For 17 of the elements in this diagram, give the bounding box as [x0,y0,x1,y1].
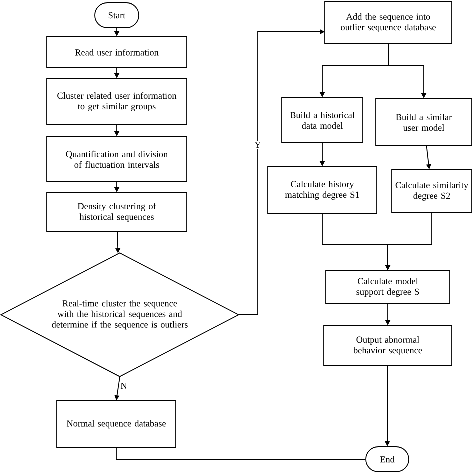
terminal-node: Start [94,2,140,28]
node-label: Real-time cluster the sequence with the historical sequences and determine if the sequence is outliers [52,300,188,330]
process-box: Output abnormal behavior sequence [324,326,452,366]
process-box: Cluster related user information to get similar groups [46,78,188,126]
process-box: Build a similar user model [376,98,472,146]
process-box: Quantification and division of fluctuation intervals [46,136,188,182]
process-box: Read user information [46,36,188,68]
process-box: Build a historical data model [282,98,364,144]
process-box: Calculate history matching degree S1 [268,166,378,214]
process-box: Calculate similarity degree S2 [392,170,472,214]
process-box: Add the sequence into outlier sequence database [324,2,452,44]
process-box: Density clustering of historical sequences [46,192,188,232]
edge-label: N [120,382,128,390]
process-box: Calculate model support degree S [326,270,450,304]
terminal-node: End [366,446,410,472]
edge-label: Y [254,140,262,149]
process-box: Normal sequence database [56,400,176,448]
